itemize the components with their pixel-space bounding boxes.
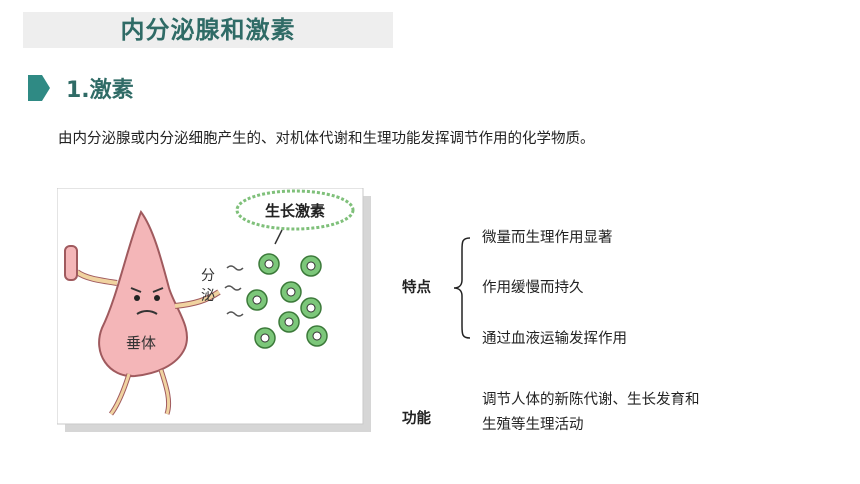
function-label: 功能	[402, 411, 431, 427]
page-title: 内分泌腺和激素	[120, 16, 296, 44]
pituitary-illustration: 生长激素 垂体 分 泌	[56, 187, 373, 434]
action-label-1: 分	[201, 268, 215, 284]
function-line-1: 调节人体的新陈代谢、生长发育和	[482, 392, 700, 408]
trait-item: 微量而生理作用显著	[482, 230, 613, 246]
brace-icon	[453, 237, 471, 339]
function-line-2: 生殖等生理活动	[482, 417, 584, 433]
trait-item: 通过血液运输发挥作用	[482, 331, 627, 347]
function-text: 调节人体的新陈代谢、生长发育和 生殖等生理活动	[482, 388, 742, 438]
title-bar: 内分泌腺和激素	[23, 12, 393, 48]
definition-text: 由内分泌腺或内分泌细胞产生的、对机体代谢和生理功能发挥调节作用的化学物质。	[58, 131, 595, 147]
action-label-2: 泌	[201, 288, 215, 304]
body-label: 垂体	[126, 334, 156, 352]
trait-item: 作用缓慢而持久	[482, 280, 584, 296]
section-heading: 1.激素	[66, 78, 134, 103]
bubble-label: 生长激素	[265, 202, 325, 220]
traits-label: 特点	[402, 280, 431, 296]
